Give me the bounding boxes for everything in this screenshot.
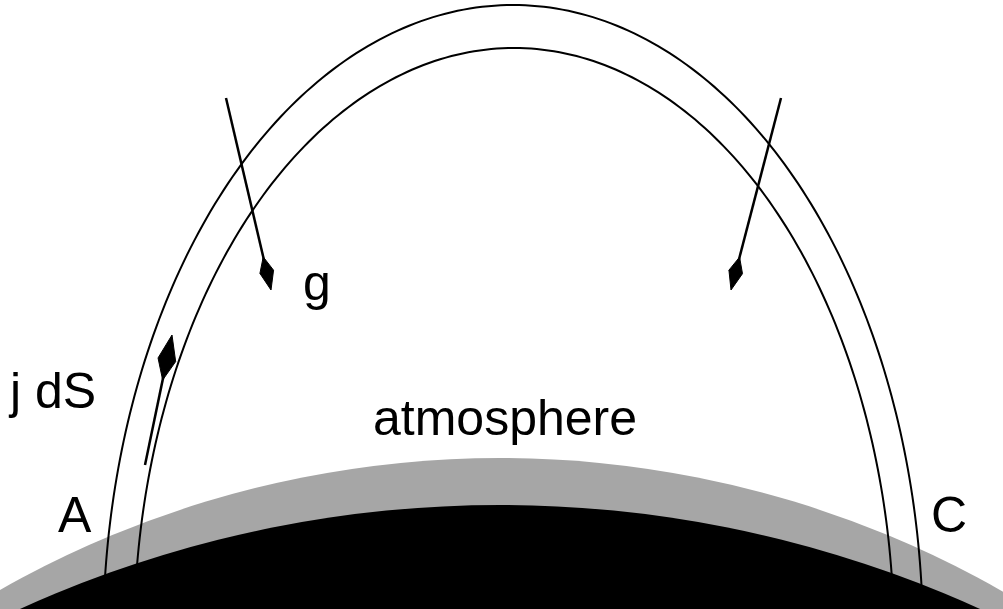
gravity-arrow — [729, 98, 781, 290]
symbol-label: A — [58, 490, 91, 540]
gravity-arrow — [226, 98, 274, 290]
planet-body — [0, 505, 1003, 609]
current-arrow — [145, 335, 176, 465]
symbol-label: j dS — [10, 366, 96, 416]
symbol-label: C — [931, 490, 967, 540]
symbol-label: g — [303, 258, 331, 308]
region-label: atmosphere — [373, 393, 637, 443]
